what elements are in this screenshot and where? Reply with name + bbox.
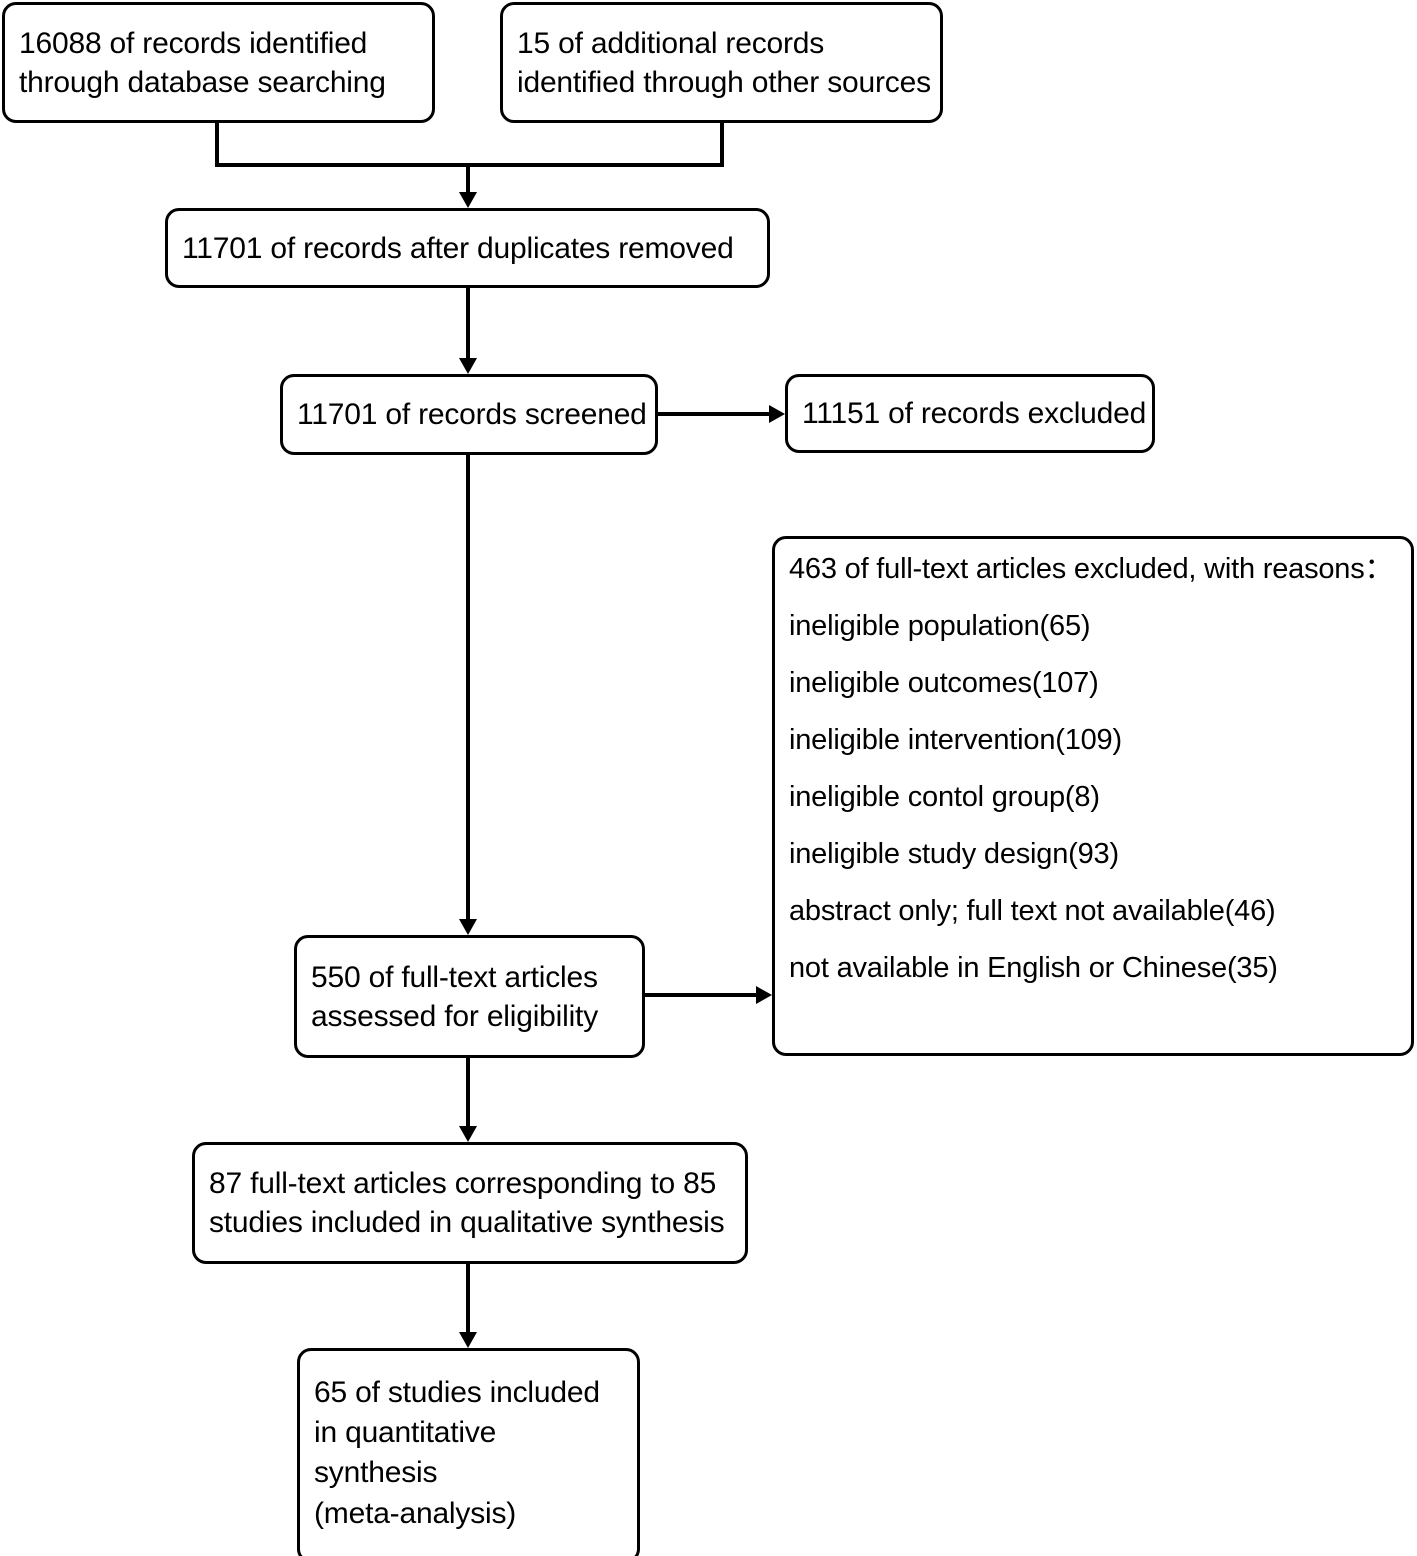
box-line: in quantitative [314, 1416, 497, 1450]
box-line: assessed for eligibility [311, 999, 598, 1033]
box-records-excluded: 11151 of records excluded [785, 374, 1155, 453]
box-line: 87 full-text articles corresponding to 8… [209, 1167, 717, 1200]
arrow-screened-to-eligibility [459, 919, 477, 935]
arrow-eligibility-to-reasons [756, 986, 772, 1004]
box-records-identified-database: 16088 of records identified through data… [2, 2, 435, 123]
box-full-text-excluded-with-reasons: 463 of full-text articles excluded, with… [772, 536, 1414, 1056]
exclusion-reason: ineligible outcomes(107) [789, 667, 1099, 699]
box-line: identified through other sources [517, 65, 931, 99]
connector-screened-to-eligibility-line [466, 455, 470, 921]
arrow-dedup-to-screened [459, 358, 477, 374]
exclusion-reason: ineligible intervention(109) [789, 724, 1122, 756]
box-line: through database searching [19, 65, 386, 99]
box-line: 550 of full-text articles [311, 960, 598, 994]
box-line: 16088 of records identified [19, 26, 368, 60]
box-records-screened: 11701 of records screened [280, 374, 658, 455]
exclusion-reason: ineligible study design(93) [789, 838, 1119, 870]
exclusion-reason: ineligible contol group(8) [789, 781, 1100, 813]
box-line: 65 of studies included [314, 1376, 600, 1409]
connector-other-sources-drop [720, 123, 724, 167]
box-additional-records-other-sources: 15 of additional records identified thro… [500, 2, 943, 123]
box-line: 11701 of records after duplicates remove… [182, 231, 734, 265]
exclusion-reason: not available in English or Chinese(35) [789, 952, 1278, 984]
arrow-eligibility-to-qualitative [459, 1126, 477, 1142]
box-line: synthesis [314, 1456, 438, 1490]
box-line: 15 of additional records [517, 26, 825, 60]
box-included-qualitative-synthesis: 87 full-text articles corresponding to 8… [192, 1142, 748, 1264]
box-line: studies included in qualitative synthesi… [209, 1206, 725, 1239]
connector-screened-to-excluded-line [658, 412, 771, 416]
box-line: (meta-analysis) [314, 1496, 517, 1530]
connector-eligibility-to-reasons-line [645, 993, 758, 997]
box-records-after-duplicates-removed: 11701 of records after duplicates remove… [165, 208, 770, 288]
connector-dedup-to-screened-line [466, 288, 470, 360]
exclusion-heading: 463 of full-text articles excluded, with… [789, 553, 1394, 585]
box-line: 11151 of records excluded [802, 397, 1147, 430]
box-line: 11701 of records screened [297, 398, 647, 431]
exclusion-reason: ineligible population(65) [789, 610, 1091, 642]
box-full-text-assessed-eligibility: 550 of full-text articles assessed for e… [294, 935, 645, 1058]
connector-db-search-drop [215, 123, 219, 167]
arrow-merge-to-dedup [459, 192, 477, 208]
connector-eligibility-to-qualitative-line [466, 1058, 470, 1128]
exclusion-reason: abstract only; full text not available(4… [789, 895, 1276, 927]
connector-merge-to-dedup-line [466, 163, 470, 195]
box-included-quantitative-synthesis: 65 of studies included in quantitative s… [297, 1348, 640, 1556]
arrow-screened-to-excluded [769, 405, 785, 423]
connector-qualitative-to-quantitative-line [466, 1264, 470, 1334]
arrow-qualitative-to-quantitative [459, 1332, 477, 1348]
